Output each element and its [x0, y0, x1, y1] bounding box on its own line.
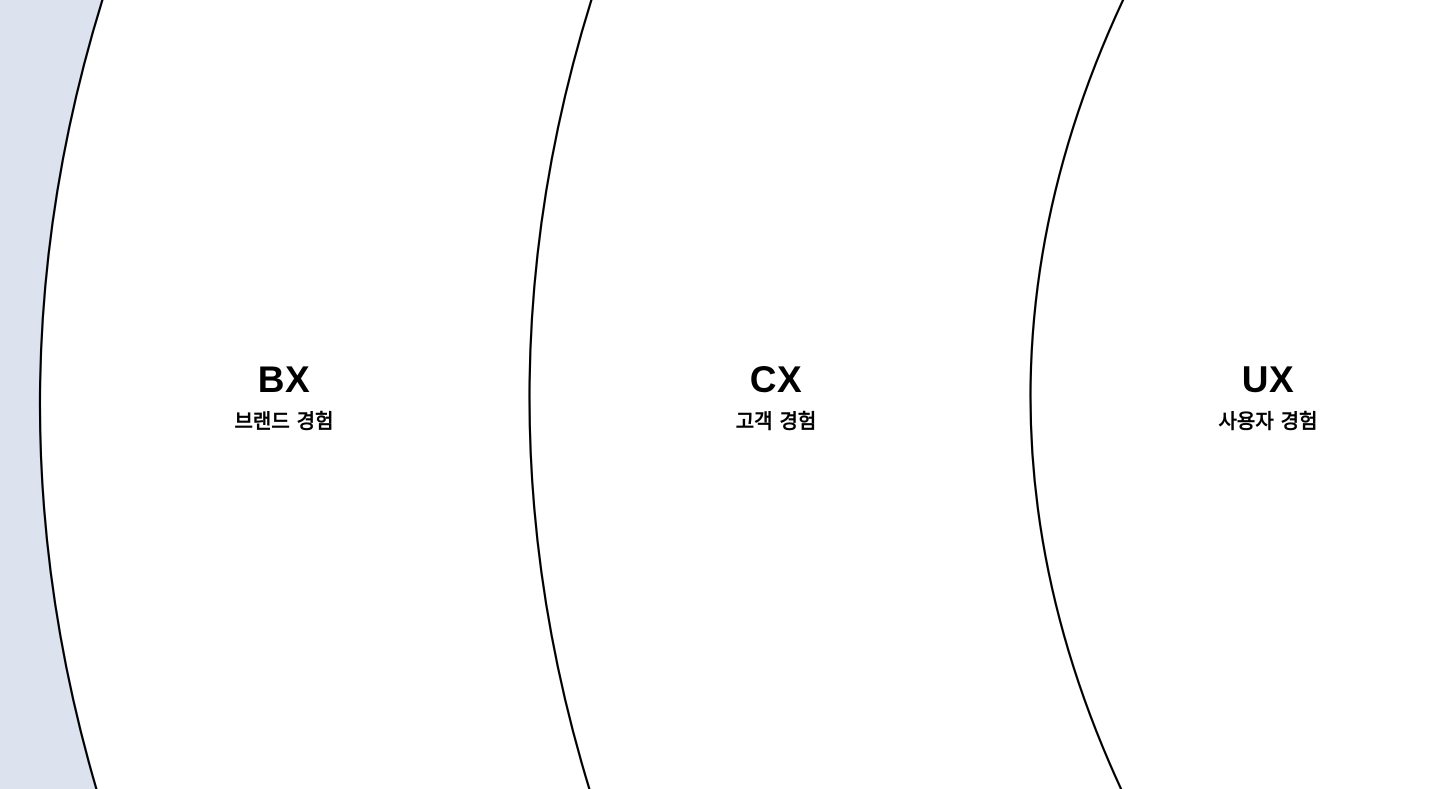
- ux-desc: 사용자 경험: [1218, 409, 1318, 433]
- bx-desc: 브랜드 경험: [234, 409, 334, 433]
- bx-label: BX 브랜드 경험: [164, 358, 404, 434]
- cx-arc-line: [528, 0, 593, 789]
- ux-label: UX 사용자 경험: [1148, 358, 1388, 434]
- cx-abbr: CX: [749, 359, 803, 400]
- bx-arc-line: [38, 0, 104, 789]
- cx-desc: 고객 경험: [735, 409, 817, 433]
- bx-abbr: BX: [257, 359, 311, 400]
- ux-abbr: UX: [1241, 359, 1295, 400]
- ux-arc-line: [1029, 0, 1125, 789]
- cx-label: CX 고객 경험: [656, 358, 896, 434]
- bx-arc: [39, 0, 1434, 789]
